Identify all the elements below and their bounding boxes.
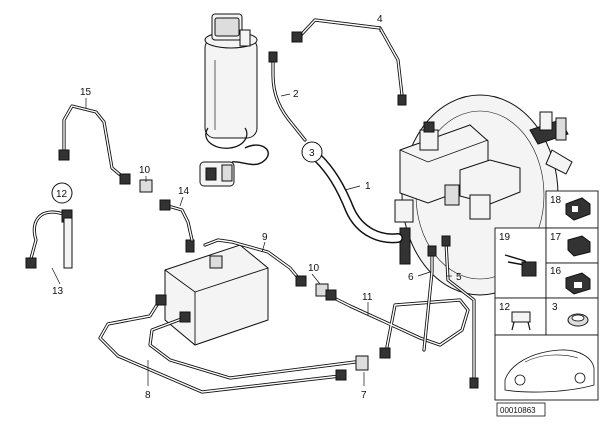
callout-8: 8 [145,390,151,401]
callout-circle-3 [301,141,323,163]
callout-16: 16 [550,266,562,277]
callout-7: 7 [361,390,367,401]
car-outline [504,349,595,393]
callout-19: 19 [499,232,511,243]
callout-14: 14 [178,186,190,197]
diagram-id: 00010863 [500,406,536,415]
pressure-sensor [199,144,269,187]
pipe-5-6 [422,235,479,389]
pipe-15 [58,104,131,185]
callout-4: 4 [377,14,383,25]
panel-car [494,334,599,401]
callout-6: 6 [408,272,414,283]
callout-circle-12 [51,182,73,204]
callout-12b: 12 [499,302,511,313]
pipe-4 [291,18,407,106]
callout-11: 11 [362,292,373,303]
panel-19 [494,227,547,299]
callout-13: 13 [52,286,64,297]
callout-10b: 10 [308,263,320,274]
leader-lines [51,26,452,386]
vacuum-hose [313,153,403,244]
callout-5: 5 [456,272,462,283]
callout-9: 9 [262,232,268,243]
callout-15: 15 [80,87,92,98]
detail-panels [494,190,599,417]
callout-17: 17 [550,232,562,243]
pipe-9 [203,238,307,287]
callout-3: 3 [309,148,315,159]
callout-12a: 12 [56,189,68,200]
pipe-8 [98,294,369,394]
callout-10a: 10 [139,165,151,176]
master-cylinder [394,121,521,265]
callout-1: 1 [365,181,371,192]
callout-2: 2 [293,89,299,100]
pipe-11 [325,289,470,359]
callout-18: 18 [550,195,562,206]
pressure-reservoir [204,13,258,149]
brake-hose-13 [25,209,73,269]
pipe-14 [159,199,194,242]
pipe-2 [268,51,307,142]
hydraulic-unit [164,239,269,346]
callout-3b: 3 [552,302,558,313]
